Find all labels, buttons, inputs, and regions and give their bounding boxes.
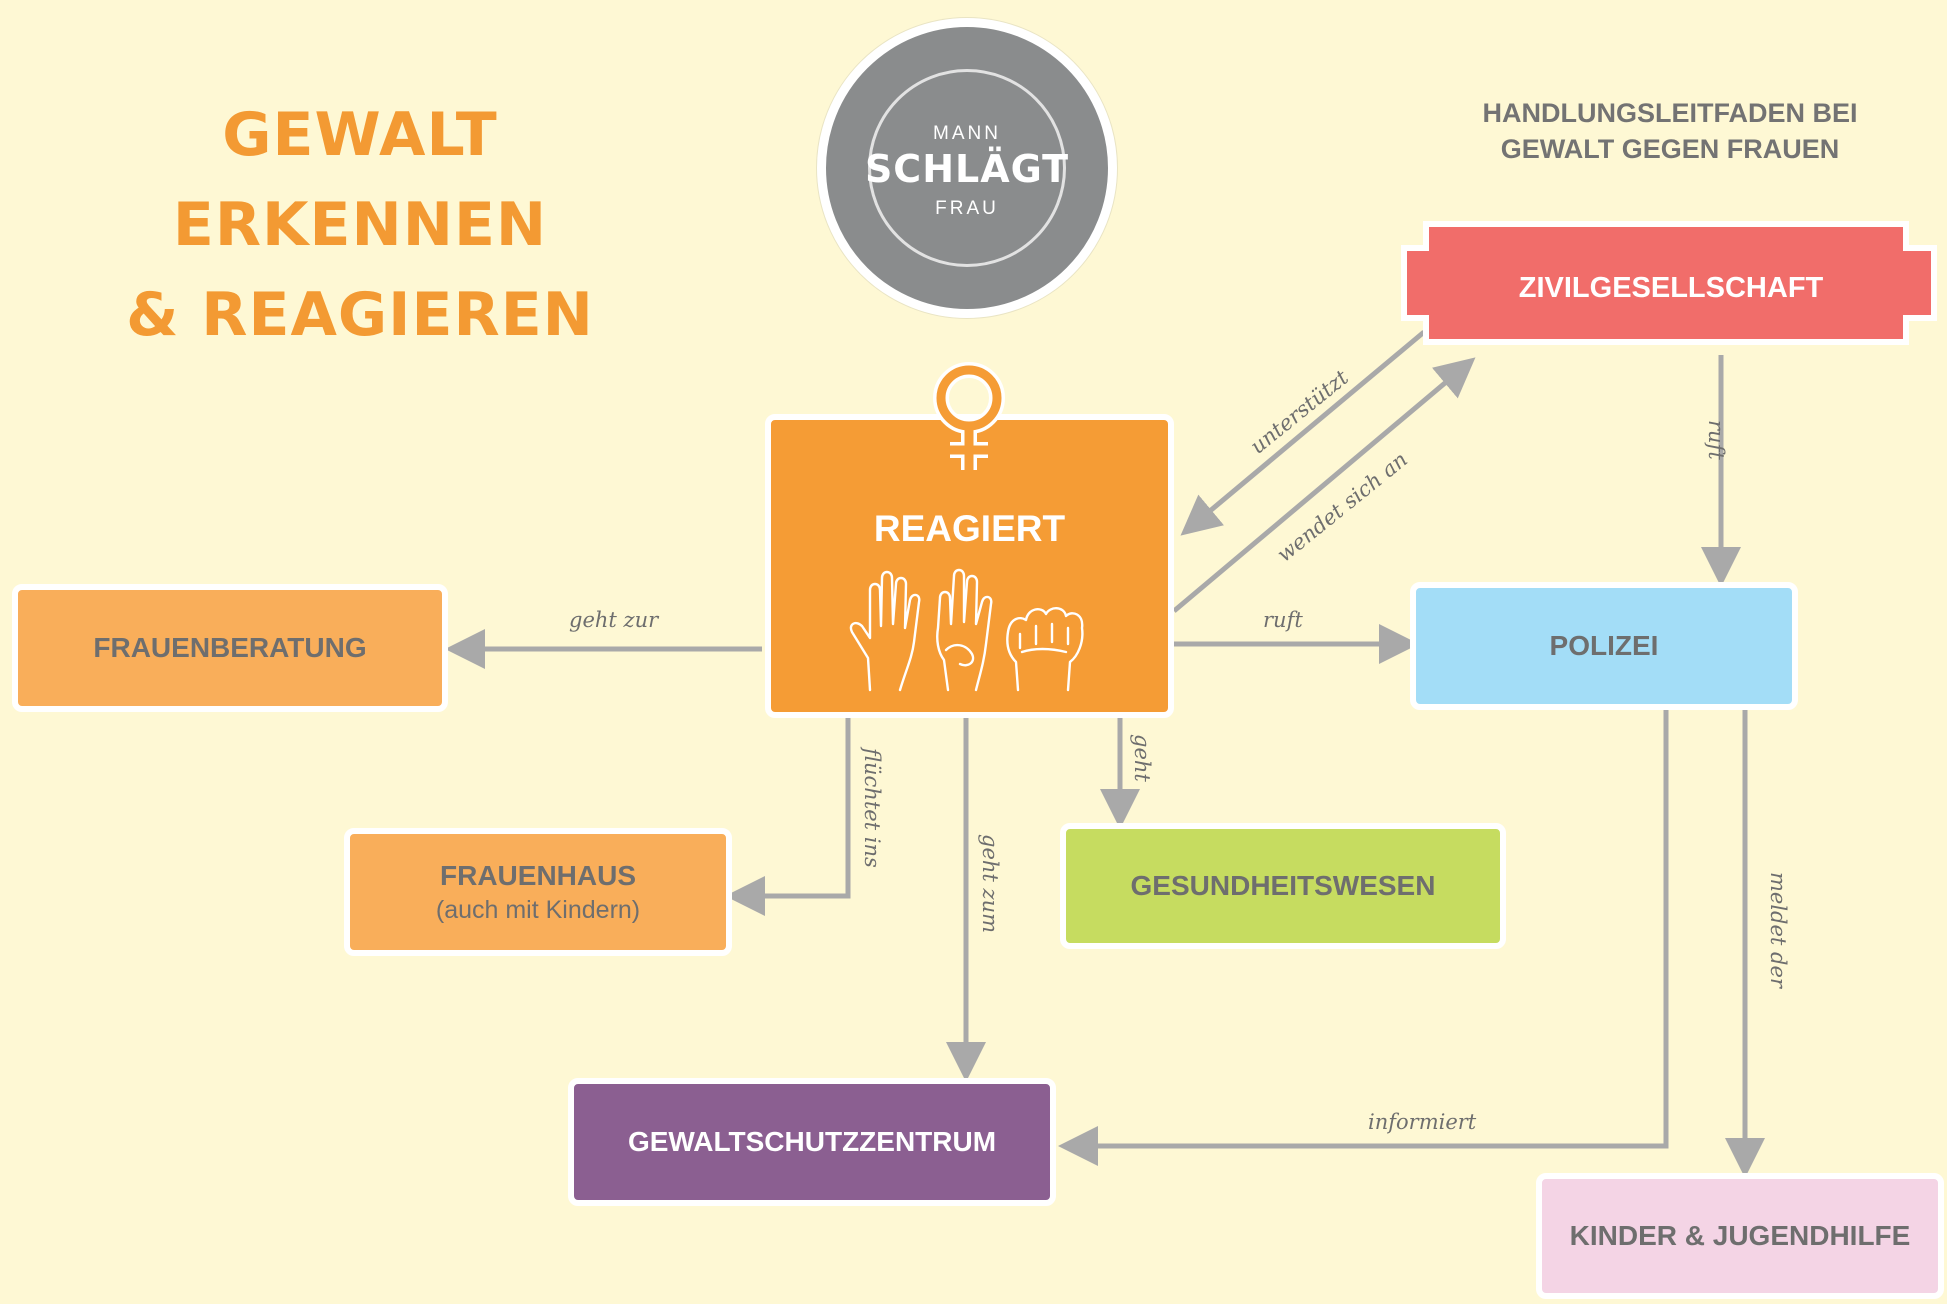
frauenberatung-label: FRAUENBERATUNG [93,632,367,663]
open-hand-icon [849,570,920,692]
zivilgesellschaft-box[interactable]: ZIVILGESELLSCHAFT [1518,271,1824,304]
hands-illustration [849,568,1084,692]
edge-label-ruft: ruft [1263,608,1303,632]
frauenhaus-label: FRAUENHAUS [440,859,636,891]
page-subtitle: HANDLUNGSLEITFADEN BEI GEWALT GEGEN FRAU… [1440,95,1900,167]
gewaltschutzzentrum-box[interactable]: GEWALTSCHUTZZENTRUM [568,1078,1056,1206]
frauenberatung-box[interactable]: FRAUENBERATUNG [12,584,448,712]
arrow-fluechtet-ins [725,718,851,916]
kinder-jugendhilfe-box[interactable]: KINDER & JUGENDHILFE [1536,1173,1944,1299]
logo-middle-text: SCHLÄGT [864,147,1070,191]
logo: MANN SCHLÄGT FRAU [817,18,1117,318]
subtitle-line-1: HANDLUNGSLEITFADEN BEI [1482,98,1858,128]
gewaltschutzzentrum-label: GEWALTSCHUTZZENTRUM [627,1126,997,1157]
logo-bottom-text: FRAU [935,198,999,219]
logo-top-text: MANN [933,123,1001,144]
arrow-informiert [1058,710,1669,1166]
edge-label-geht-zum: geht zum [978,834,1002,934]
title-line-1: GEWALT ERKENNEN [172,100,548,260]
edge-label-informiert: informiert [1368,1110,1477,1134]
arrow-wendet-sich-an [1172,357,1476,613]
arrow-unterstuetzt [1180,330,1426,536]
page-title: GEWALT ERKENNEN & REAGIEREN [80,90,640,360]
female-symbol-icon [933,362,1005,470]
edge-label-geht-zur: geht zur [569,608,659,632]
subtitle-line-2: GEWALT GEGEN FRAUEN [1500,134,1840,164]
logo-ring [868,69,1066,267]
polizei-label: POLIZEI [1549,630,1659,661]
zivilgesellschaft-shape [1401,221,1937,345]
fist-icon [1005,607,1084,692]
edge-label-geht: geht [1130,734,1154,782]
edge-label-ruft-zivil-polizei: ruft [1704,420,1728,460]
edge-label-fluechtet-ins: flüchtet ins [860,748,884,868]
gesundheitswesen-box[interactable]: GESUNDHEITSWESEN [1060,823,1506,949]
polizei-box[interactable]: POLIZEI [1410,582,1798,710]
gesundheitswesen-label: GESUNDHEITSWESEN [1130,870,1436,901]
frauenhaus-sublabel: (auch mit Kindern) [435,895,641,924]
frauenhaus-box[interactable]: FRAUENHAUS (auch mit Kindern) [344,828,732,956]
kinder-jugendhilfe-label: KINDER & JUGENDHILFE [1569,1220,1911,1251]
four-fingers-hand-icon [935,568,992,692]
title-line-2: & REAGIEREN [126,280,594,350]
reagiert-label: REAGIERT [873,508,1066,549]
edge-label-meldet-der: meldet der [1766,872,1790,988]
